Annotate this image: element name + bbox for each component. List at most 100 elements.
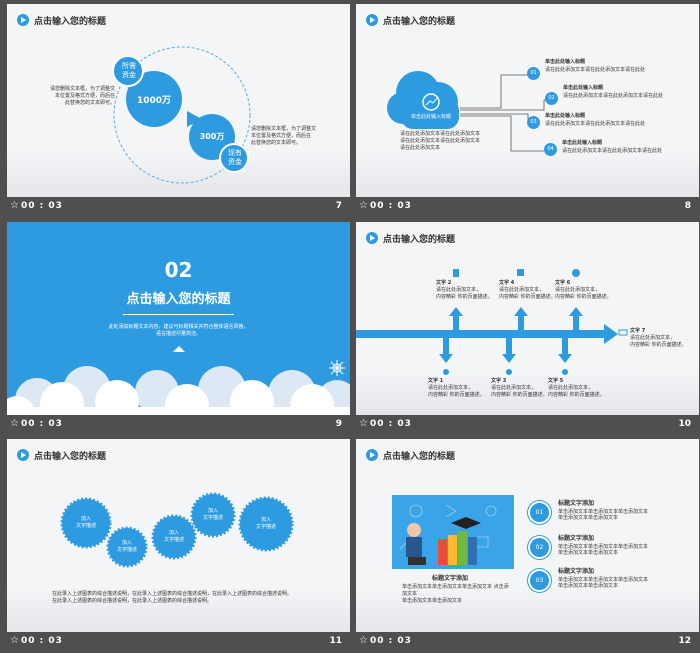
slide-canvas: 点击输入您的标题 加入文字描述 加入文字描述 加入文字描述 加入文字描述 加入文… [7,439,350,632]
bubble-large [126,71,182,127]
bubble-pointer [187,111,202,127]
timeline-step: 文字 1 请在此处添加文本， 内容精彩 你的页面描述。 [428,378,485,398]
slide-canvas: 点击输入您的标题 标题文字添加 单击添加文本单击添加文本单击添加文本 点击添加文… [356,439,699,632]
timeline-step: 文字 2 请在此处添加文本， 内容精彩 你的页面描述。 [436,280,493,300]
slide-canvas: 02 点击输入您的标题 此处添加标题文本内容，建议与标题相关并符合整体语言风格，… [7,222,350,415]
slide-thumbnail-12[interactable]: 点击输入您的标题 标题文字添加 单击添加文本单击添加文本单击添加文本 点击添加文… [356,439,699,653]
mist-background [356,370,699,415]
play-icon [17,14,29,26]
footer-description: 在此录入上述图表的综合描述说明，在此录入上述图表的综合描述说明，在此录入上述图表… [52,591,293,604]
item-title: 单击此处输入标题 [562,140,603,146]
slide-title-text: 点击输入您的标题 [383,235,456,245]
star-icon: ☆ [10,200,19,211]
badge-label: 加入文字描述 [202,508,223,521]
badge-5 [238,496,294,552]
slide-number: 12 [678,636,691,646]
bubble-small-b [219,143,249,173]
slide-thumbnail-11[interactable]: 点击输入您的标题 加入文字描述 加入文字描述 加入文字描述 加入文字描述 加入文… [7,439,350,653]
section-number: 02 [164,258,193,282]
timeline-bar [356,330,606,338]
timeline-step: 文字 4 请在此处添加文本， 内容精彩 你的页面描述。 [499,280,556,300]
amount-a: 1000万 [136,96,172,106]
cloud-shape [387,71,459,129]
slide-duration: 00 : 03 [370,636,412,646]
item-number-badge: 02 [530,538,549,557]
item-title: 标题文字添加 [558,535,595,542]
slide-duration: 00 : 03 [21,201,63,211]
caption-text: 单击添加文本单击添加文本单击添加文本 点击添加文本单击添加文本单击添加文本 [402,584,509,604]
play-icon [17,449,29,461]
bubble-small-a [112,55,144,87]
mist-background [356,152,699,197]
dashed-ring [113,46,251,184]
slide-canvas: 点击输入您的标题 [356,222,699,415]
mist-background [356,587,699,632]
heading-divider [123,314,234,315]
bubble-a-label: 所需资金 [122,62,136,79]
item-number-badge: 03 [530,571,549,590]
slide-canvas: 点击输入您的标题 单击此处输入标题 请在此处添加文本请在此处添加文本请在此处添加… [356,4,699,197]
bubble-b-label: 现有资金 [228,149,242,166]
item-title: 单击此处输入标题 [563,85,604,91]
slide-thumbnail-9[interactable]: 02 点击输入您的标题 此处添加标题文本内容，建议与标题相关并符合整体语言风格，… [7,222,350,436]
photo-illustration [392,495,514,569]
slide-thumbnail-7[interactable]: 点击输入您的标题 所需资金 1000万 300万 现有资金 请您删除文本框，为了… [7,4,350,218]
section-heading: 点击输入您的标题 [126,292,231,307]
badge-label: 加入文字描述 [255,517,276,530]
cloud-label: 单击此处输入标题 [410,114,451,120]
timeline-step: 文字 7 请在此处添加文本， 内容精彩 你的页面描述。 [630,328,687,348]
slide-duration: 00 : 03 [370,201,412,211]
slide-title-text: 点击输入您的标题 [34,452,107,462]
badge-label: 加入文字描述 [75,516,96,529]
slide-title-text: 点击输入您的标题 [383,452,456,462]
slide-duration: 00 : 03 [21,636,63,646]
badge-2 [106,526,148,568]
slide-info-bar: ☆ 00 : 03 12 [356,632,699,653]
slide-title-text: 点击输入您的标题 [34,17,107,27]
badge-cluster [60,492,294,568]
item-text: 请在此处添加文本请在此处添加文本请在此处 [545,121,646,127]
timeline-step: 文字 6 请在此处添加文本， 内容精彩 你的页面描述。 [555,280,612,300]
slide-number: 11 [329,636,342,646]
slide-number: 8 [684,201,691,211]
item-number-badge: 03 [527,116,540,129]
slide-title-text: 点击输入您的标题 [383,17,456,27]
item-text: 请在此处添加文本请在此处添加文本请在此处 [563,93,664,99]
timeline-step: 文字 3 请在此处添加文本， 内容精彩 你的页面描述。 [491,378,548,398]
funding-diagram [112,46,251,184]
timeline-arrowhead [604,324,618,344]
item-title: 单击此处输入标题 [545,113,586,119]
slide-number: 10 [678,419,691,429]
item-title: 标题文字添加 [558,500,595,507]
slide-canvas: 点击输入您的标题 所需资金 1000万 300万 现有资金 请您删除文本框，为了… [7,4,350,197]
item-number-badge: 01 [527,67,540,80]
item-number-badge: 01 [530,503,549,522]
item-text: 单击添加文本单击添加文本 [558,515,619,521]
section-description: 此处添加标题文本内容，建议与标题相关并符合整体语言风格，语言描述尽量简洁。 [108,324,249,337]
mist-background [7,152,350,197]
up-arrows [449,307,583,331]
badge-4 [190,492,236,538]
cloud-description: 请在此处添加文本请在此处添加文本请在此处添加文本请在此处添加文本请在此处添加文本 [400,131,481,151]
slide-thumbnail-8[interactable]: 点击输入您的标题 单击此处输入标题 请在此处添加文本请在此处添加文本请在此处添加… [356,4,699,218]
play-icon [366,14,378,26]
mist-background [7,587,350,632]
cloud-footer [7,346,350,415]
amount-b: 300万 [199,132,225,141]
chart-icon [422,93,440,111]
slide-thumbnail-10[interactable]: 点击输入您的标题 [356,222,699,436]
triangle-marker [173,346,185,352]
badge-label: 加入文字描述 [116,540,137,553]
slide-number: 7 [335,201,342,211]
play-icon [366,449,378,461]
play-icon [366,232,378,244]
step-icons [443,269,628,375]
slide-duration: 00 : 03 [21,419,63,429]
item-text: 请在此处添加文本请在此处添加文本请在此处 [562,148,663,154]
star-icon: ☆ [359,418,368,429]
slide-info-bar: ☆ 00 : 03 7 [7,197,350,218]
badge-3 [151,514,197,560]
badge-1 [60,497,112,549]
slide-info-bar: ☆ 00 : 03 8 [356,197,699,218]
right-description: 请您删除文本框，为了调整文本位置及格式方便，而后在此替换您的文本即可。 [251,126,317,146]
